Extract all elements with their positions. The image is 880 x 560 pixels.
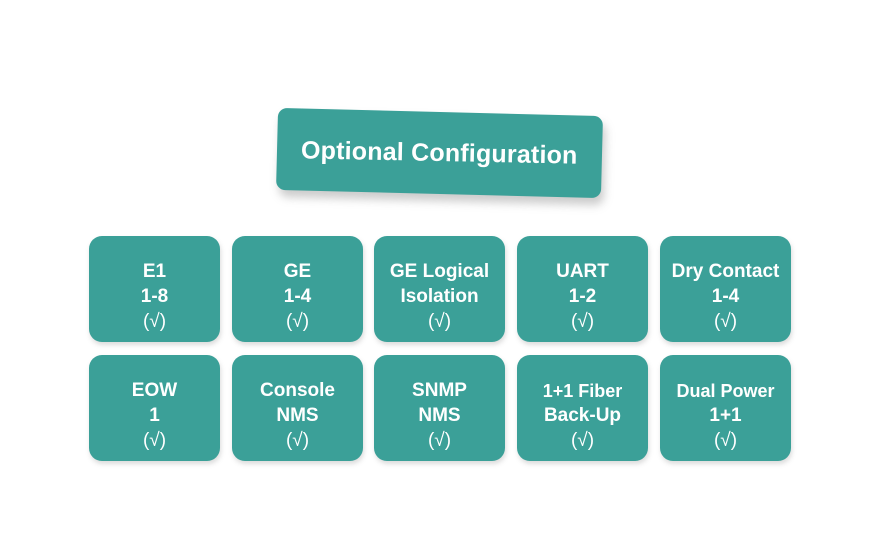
tile-value: 1-8 <box>140 286 169 307</box>
tile-check-mark: (√) <box>713 430 738 451</box>
tile-check-mark: (√) <box>427 430 452 451</box>
config-tile-console-nms[interactable]: Console NMS (√) <box>232 355 363 461</box>
tile-label: Dual Power <box>676 381 775 401</box>
tile-value: Isolation <box>400 286 479 307</box>
tile-label: Console <box>260 380 335 401</box>
tile-content: Dry Contact 1-4 (√) <box>616 236 836 342</box>
tile-value: 1+1 <box>709 405 742 426</box>
config-tile-snmp-nms[interactable]: SNMP NMS (√) <box>374 355 505 461</box>
config-tile-fiber-backup[interactable]: 1+1 Fiber Back-Up (√) <box>517 355 648 461</box>
tile-check-mark: (√) <box>142 311 167 332</box>
banner-surface: Optional Configuration <box>276 107 603 199</box>
tile-label: Dry Contact <box>671 261 780 282</box>
config-tile-dual-power[interactable]: Dual Power 1+1 (√) <box>660 355 791 461</box>
tile-check-mark: (√) <box>570 311 595 332</box>
tile-content: Dual Power 1+1 (√) <box>616 355 836 461</box>
tile-check-mark: (√) <box>570 430 595 451</box>
tile-value: Back-Up <box>543 405 622 426</box>
config-tile-uart[interactable]: UART 1-2 (√) <box>517 236 648 342</box>
config-tile-e1[interactable]: E1 1-8 (√) <box>89 236 220 342</box>
tile-value: 1-2 <box>568 286 597 307</box>
tile-label: EOW <box>131 380 178 401</box>
tile-value: NMS <box>418 405 461 426</box>
tile-value: 1-4 <box>283 286 312 307</box>
tile-label: UART <box>556 261 609 282</box>
tile-label: SNMP <box>412 380 467 401</box>
tile-label: GE <box>283 261 312 282</box>
tile-label: 1+1 Fiber <box>542 381 623 401</box>
tile-check-mark: (√) <box>285 311 310 332</box>
configuration-tile-grid: E1 1-8 (√) GE 1-4 (√) GE Logical Isolati… <box>89 236 791 461</box>
tile-check-mark: (√) <box>427 311 452 332</box>
tile-check-mark: (√) <box>713 311 738 332</box>
tile-label: GE Logical <box>389 261 490 282</box>
optional-configuration-banner: Optional Configuration <box>276 107 603 199</box>
tile-label: E1 <box>142 261 167 282</box>
tile-check-mark: (√) <box>142 430 167 451</box>
tile-value: 1-4 <box>711 286 740 307</box>
config-tile-ge[interactable]: GE 1-4 (√) <box>232 236 363 342</box>
banner-title: Optional Configuration <box>300 135 579 170</box>
config-tile-ge-logical-isolation[interactable]: GE Logical Isolation (√) <box>374 236 505 342</box>
config-tile-eow[interactable]: EOW 1 (√) <box>89 355 220 461</box>
tile-value: 1 <box>149 405 160 426</box>
config-tile-dry-contact[interactable]: Dry Contact 1-4 (√) <box>660 236 791 342</box>
tile-value: NMS <box>276 405 319 426</box>
tile-check-mark: (√) <box>285 430 310 451</box>
